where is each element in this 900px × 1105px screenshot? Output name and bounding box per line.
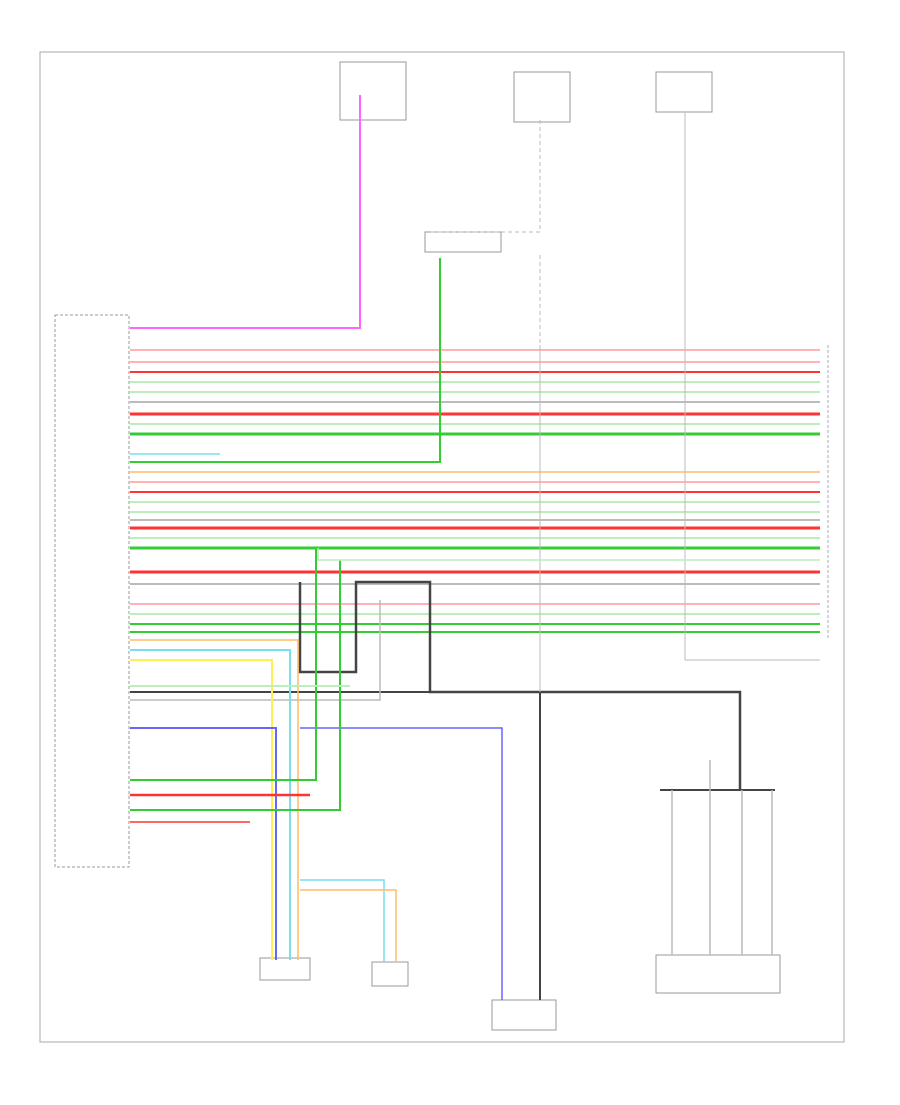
steering-switch-wire-orange bbox=[300, 889, 397, 962]
fuse-box-right bbox=[655, 71, 713, 113]
orange-speaker-wire bbox=[130, 639, 299, 960]
power-feed-wire bbox=[130, 95, 361, 329]
audio-unit-box bbox=[54, 314, 130, 868]
steering-switch-box bbox=[371, 961, 409, 987]
blue-speaker-wire bbox=[130, 727, 277, 960]
green-wire-right-branch bbox=[130, 548, 317, 781]
fuse-box-center bbox=[513, 71, 571, 123]
diagram-frame bbox=[39, 51, 845, 1043]
cyan-speaker-wire bbox=[130, 649, 291, 960]
wire-layer bbox=[130, 95, 820, 1000]
illumination-wire bbox=[130, 258, 441, 463]
dark-harness-wire-2 bbox=[130, 691, 541, 1000]
yellow-speaker-wire bbox=[130, 659, 273, 960]
junction-relay bbox=[424, 231, 502, 253]
dark-harness-wire-3 bbox=[130, 600, 381, 701]
steering-switch-wire-cyan bbox=[300, 879, 385, 962]
right-fuse-wire bbox=[684, 112, 820, 661]
rear-monitor-box bbox=[655, 954, 781, 994]
thin-harness-left bbox=[317, 548, 820, 561]
green-wire-left-branch bbox=[130, 560, 341, 811]
dark-harness-wire-1 bbox=[298, 580, 742, 790]
speaker-connector-box bbox=[259, 957, 311, 981]
fuse-box-left bbox=[339, 61, 407, 121]
center-fuse-wire bbox=[430, 120, 541, 233]
blue-display-wire bbox=[300, 727, 503, 1000]
display-unit-box bbox=[491, 999, 557, 1031]
